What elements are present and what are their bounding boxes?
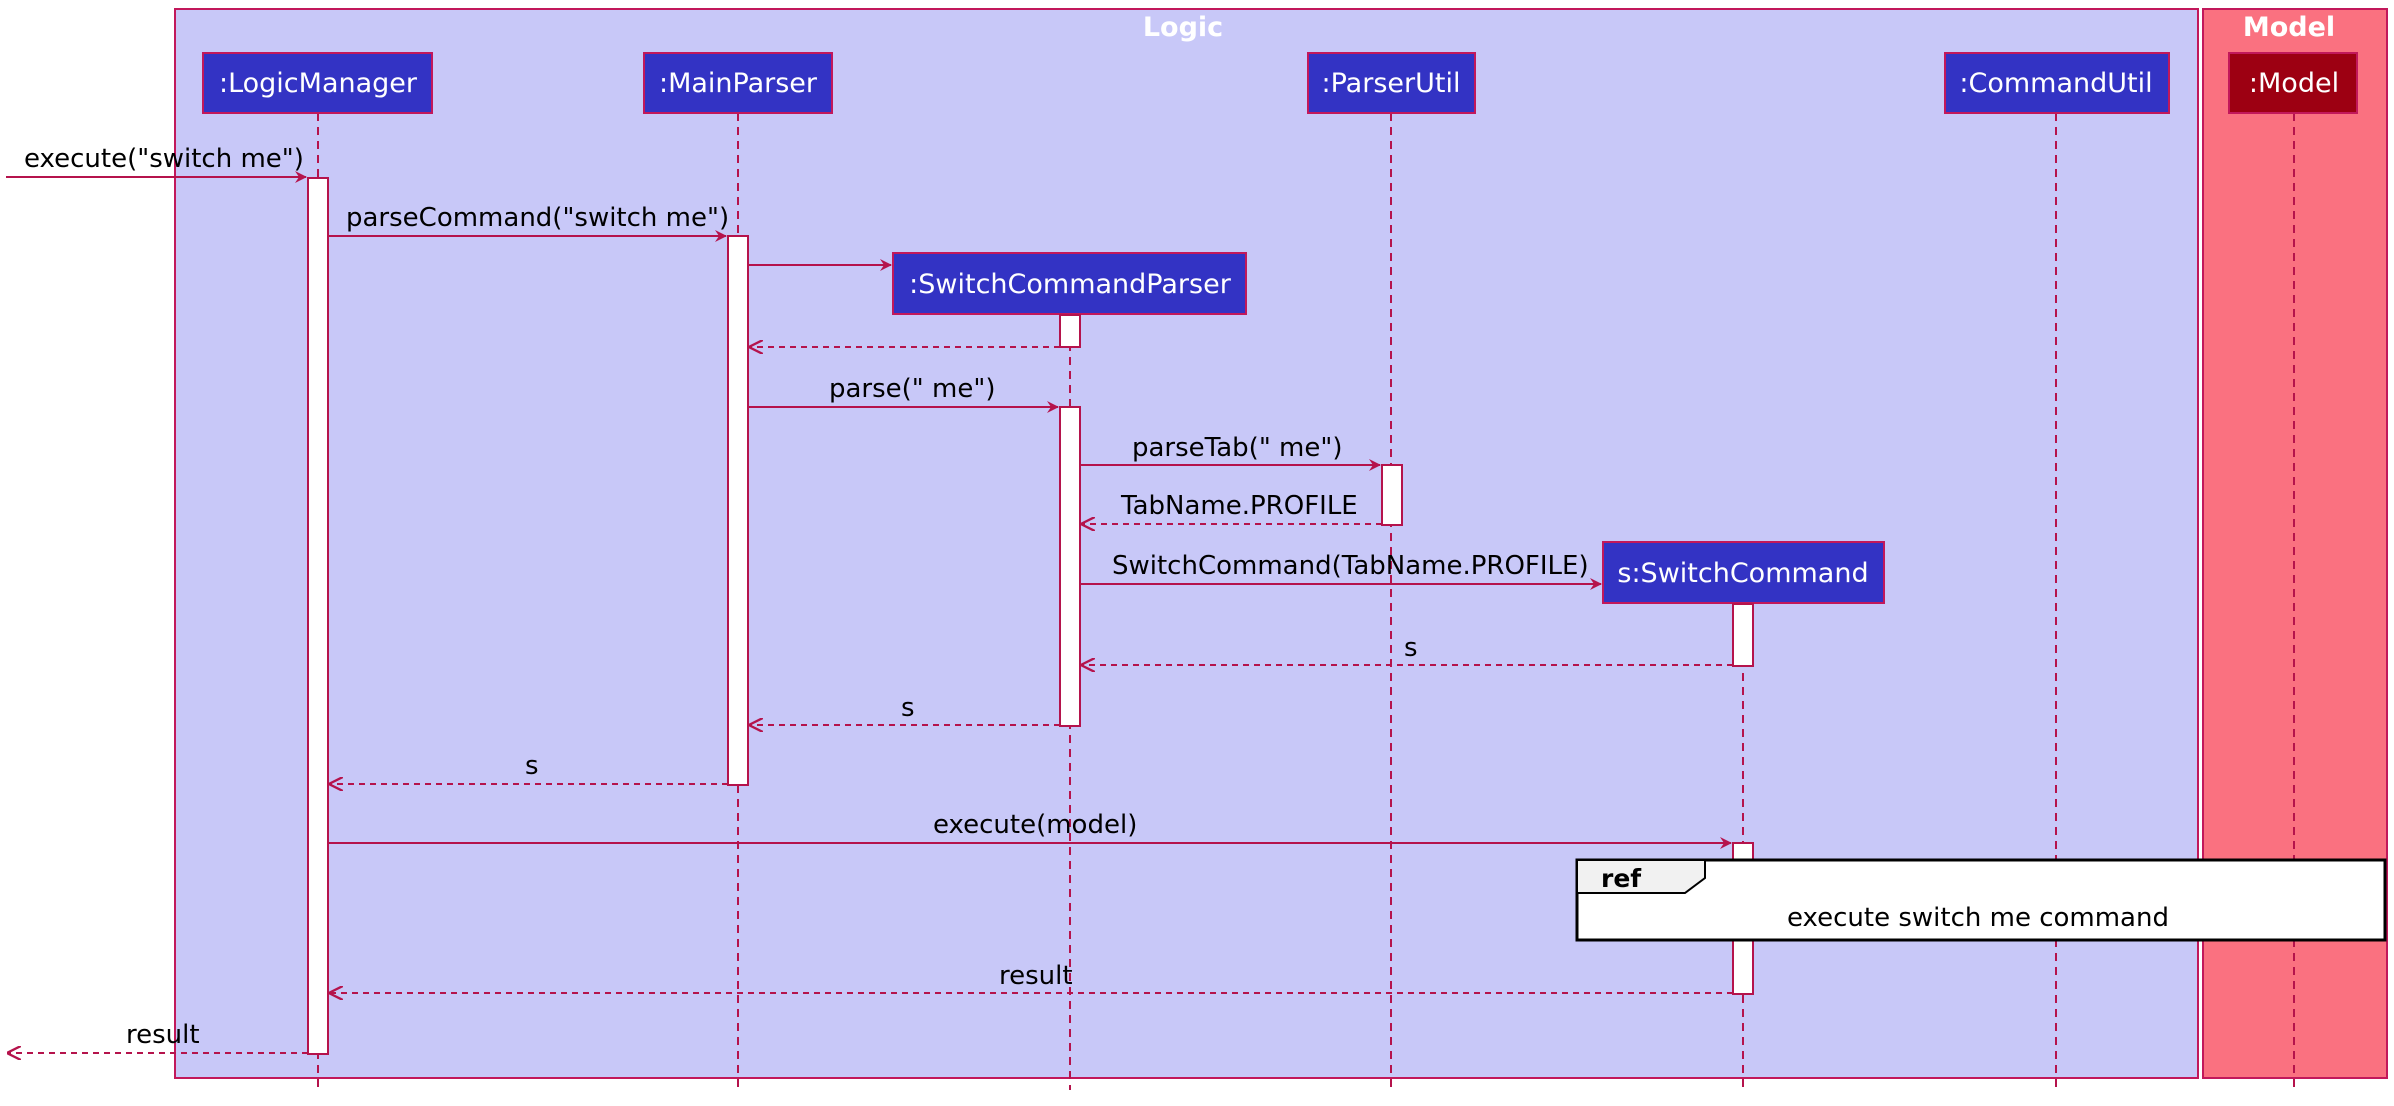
participant-switch-command: s:SwitchCommand xyxy=(1602,541,1885,604)
participant-switch-command-label: s:SwitchCommand xyxy=(1617,558,1868,589)
activations xyxy=(307,177,1754,1055)
model-box-title: Model xyxy=(2243,12,2335,43)
logic-box-title: Logic xyxy=(1143,12,1223,43)
activation-switch-command-parser-create xyxy=(1059,314,1081,348)
message-execute-model-label: execute(model) xyxy=(933,810,1137,840)
activation-switch-command-parser-parse xyxy=(1059,406,1081,727)
message-return-s-to-main-parser-label: s xyxy=(901,693,915,723)
message-parse-tab-return-label: TabName.PROFILE xyxy=(1120,491,1358,521)
message-parse-tab-label: parseTab(" me") xyxy=(1132,433,1342,463)
message-return-result-out-label: result xyxy=(126,1020,200,1050)
activation-logic-manager xyxy=(307,177,329,1055)
participant-command-util-label: :CommandUtil xyxy=(1959,68,2152,99)
message-parse-label: parse(" me") xyxy=(829,374,995,404)
message-return-s-to-parser-label: s xyxy=(1404,633,1418,663)
participant-main-parser: :MainParser xyxy=(643,52,833,114)
message-switch-command-create-label: SwitchCommand(TabName.PROFILE) xyxy=(1112,551,1589,581)
message-return-result-label: result xyxy=(999,961,1073,991)
message-parse-command-label: parseCommand("switch me") xyxy=(346,203,729,233)
ref-frame-text: execute switch me command xyxy=(1787,903,2169,933)
participant-model-label: :Model xyxy=(2249,68,2339,99)
participant-parser-util: :ParserUtil xyxy=(1307,52,1476,114)
participant-parser-util-label: :ParserUtil xyxy=(1322,68,1461,99)
participant-main-parser-label: :MainParser xyxy=(659,68,818,99)
activation-main-parser xyxy=(727,235,749,786)
participant-logic-manager: :LogicManager xyxy=(202,52,433,114)
activation-switch-command-create xyxy=(1732,603,1754,667)
ref-frame: ref execute switch me command xyxy=(1575,858,2387,942)
ref-frame-tag: ref xyxy=(1601,864,1642,893)
participant-model: :Model xyxy=(2228,52,2358,114)
ref-frame-tag-shape xyxy=(1576,859,1706,894)
activation-parser-util xyxy=(1381,464,1403,526)
message-execute-label: execute("switch me") xyxy=(24,144,304,174)
participant-switch-command-parser: :SwitchCommandParser xyxy=(892,252,1247,315)
participant-command-util: :CommandUtil xyxy=(1944,52,2170,114)
participant-switch-command-parser-label: :SwitchCommandParser xyxy=(909,269,1232,300)
participant-logic-manager-label: :LogicManager xyxy=(219,68,418,99)
message-return-s-to-logic-manager-label: s xyxy=(525,751,539,781)
messages: execute("switch me") parseCommand("switc… xyxy=(6,144,1733,1053)
